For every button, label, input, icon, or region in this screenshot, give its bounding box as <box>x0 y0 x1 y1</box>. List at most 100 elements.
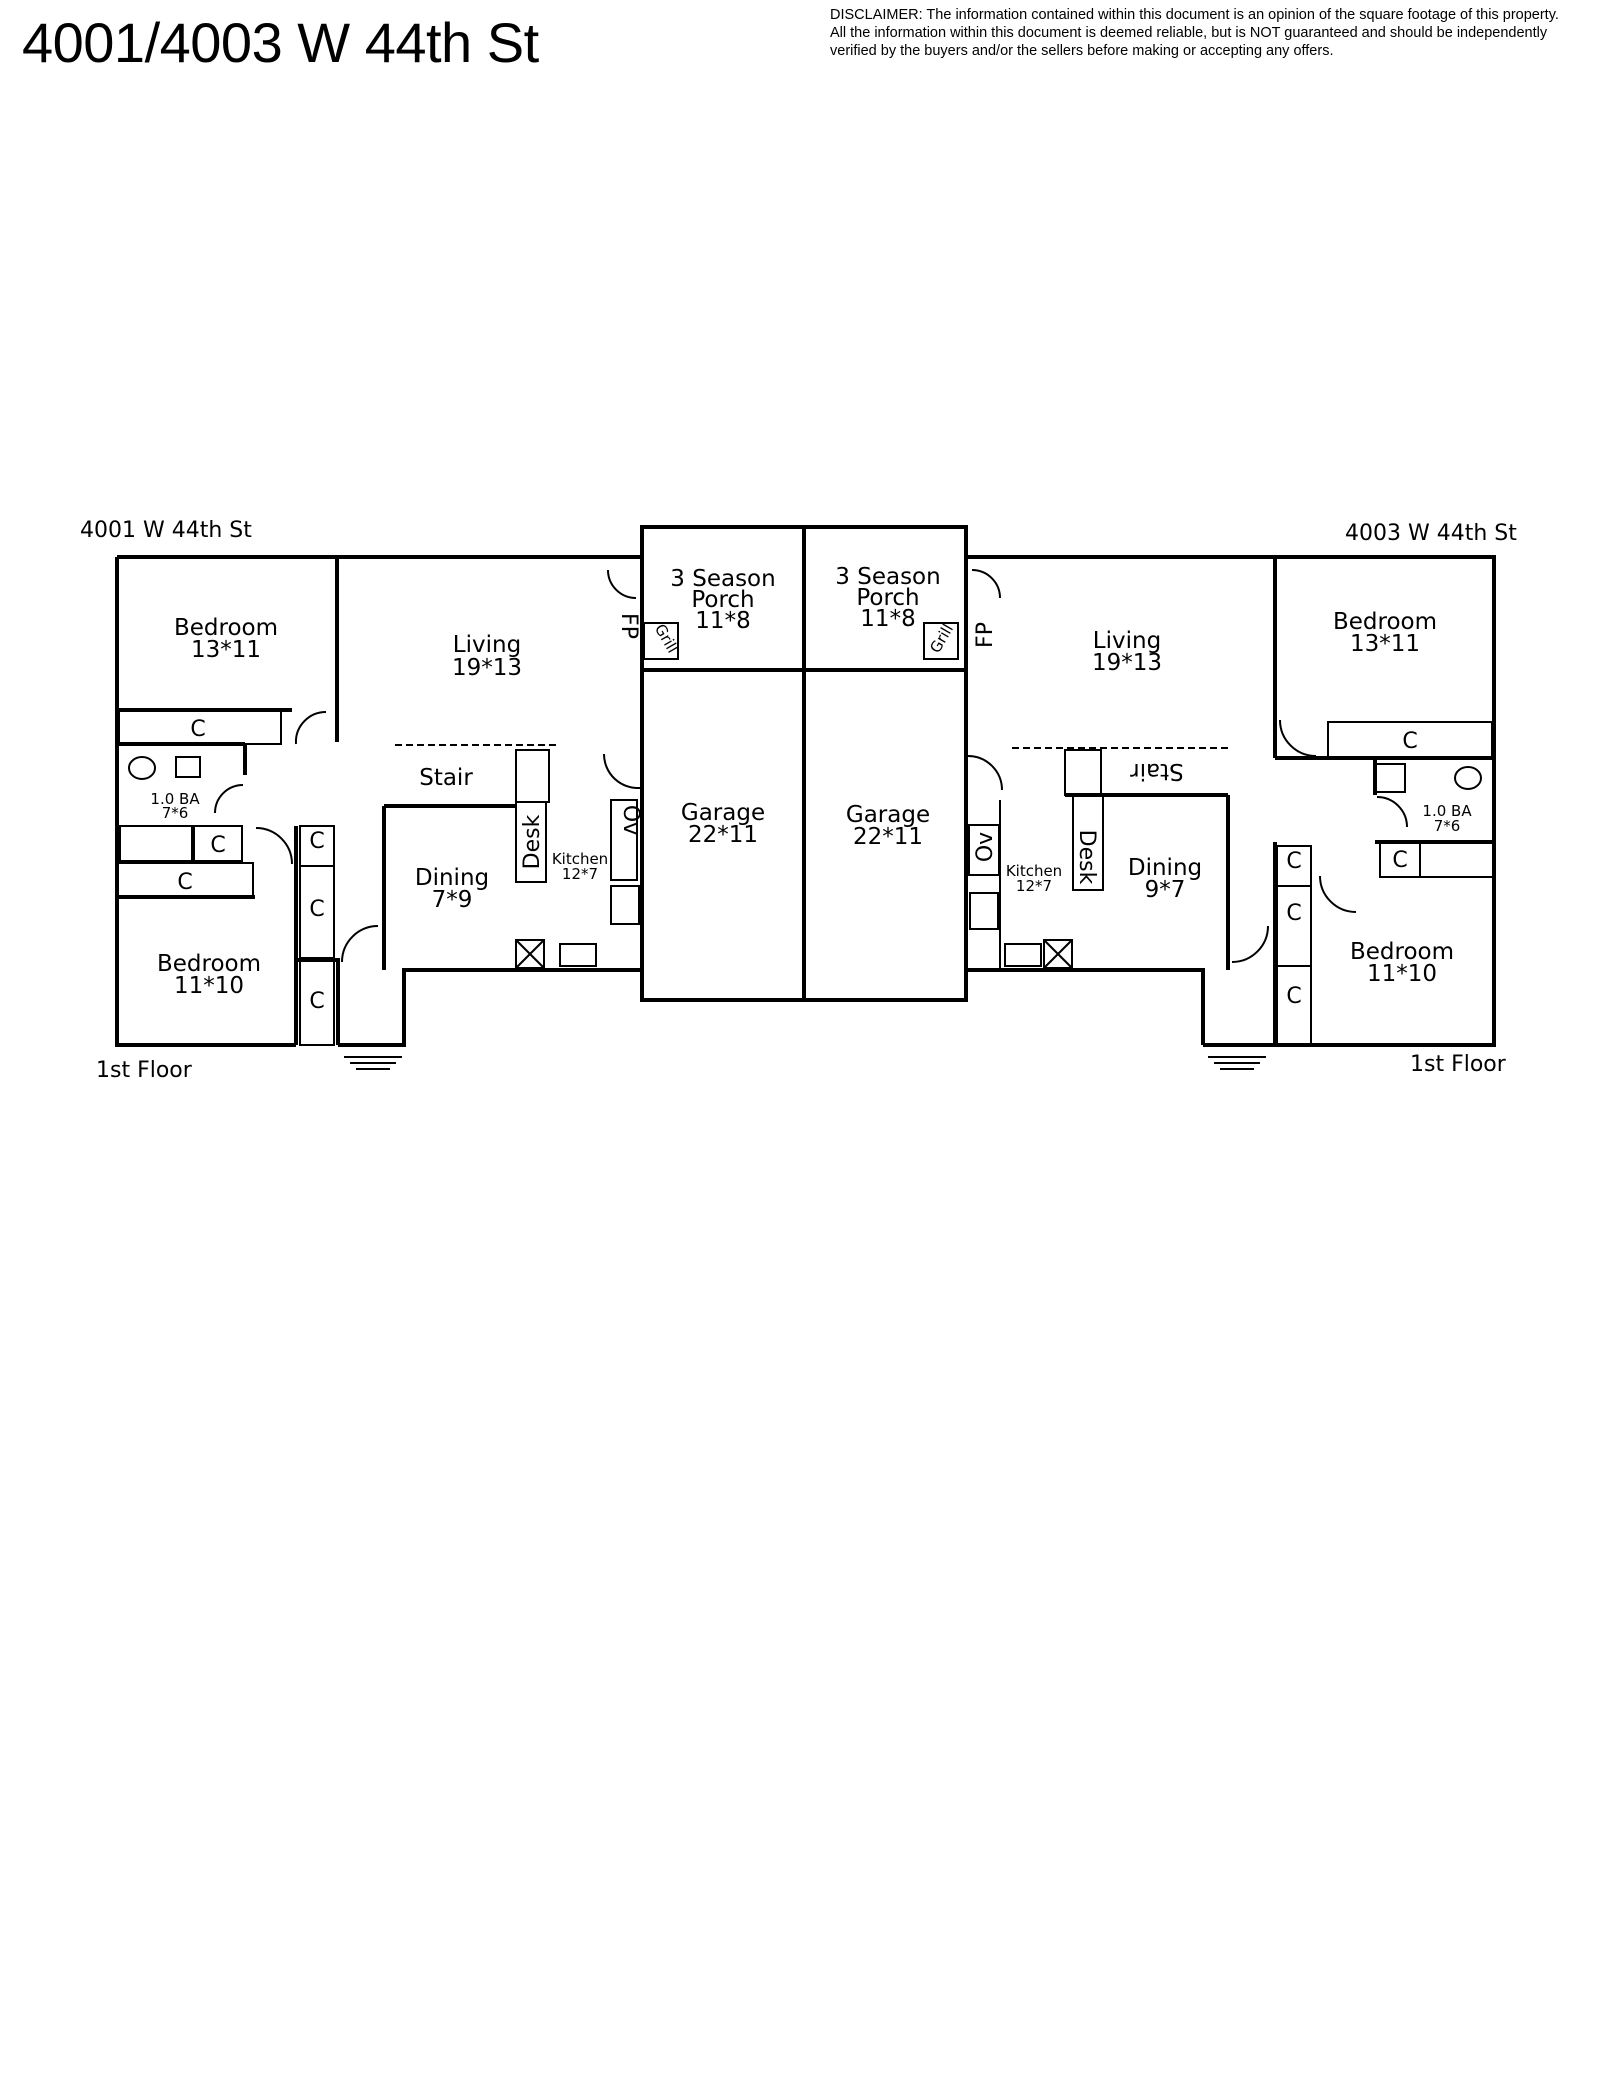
tub-right <box>1419 841 1495 878</box>
kitchen-name-r: Kitchen <box>1006 862 1062 880</box>
bedroom-bottom-name: Bedroom <box>157 951 261 977</box>
sink-bath <box>175 756 201 778</box>
fridge-r <box>1064 749 1102 796</box>
floor-right: 1st Floor <box>1410 1052 1507 1077</box>
closet-label: C <box>210 833 225 858</box>
dishwasher-r <box>1043 939 1073 969</box>
exterior-wall-right <box>966 555 1496 1047</box>
closet-label: C <box>1402 729 1417 754</box>
dining-name: Dining <box>415 865 489 891</box>
disclaimer: DISCLAIMER: The information contained wi… <box>830 6 1600 60</box>
fireplace-label: FP <box>616 613 641 639</box>
closet-label: C <box>1286 901 1301 926</box>
kitchen-name: Kitchen <box>552 850 608 868</box>
closet-top-r <box>1327 721 1493 759</box>
door-swing <box>967 755 1003 791</box>
closet-label: C <box>1286 849 1301 874</box>
disclaimer-line: DISCLAIMER: The information contained wi… <box>830 7 1559 23</box>
bedroom-top-size-r: 13*11 <box>1350 631 1420 657</box>
dining-size-r: 9*7 <box>1145 877 1186 903</box>
door-swing <box>971 569 1001 599</box>
kitchen-sink-r <box>1004 943 1042 967</box>
stove-r <box>969 892 999 930</box>
porch-name-1: 3 Season <box>670 566 775 592</box>
bedroom-bottom-size: 11*10 <box>174 973 244 999</box>
closet-label: C <box>309 829 324 854</box>
exterior-wall-left <box>115 555 642 1047</box>
door-swing <box>255 827 293 865</box>
kitchen-sink <box>559 943 597 967</box>
kitchen-size: 12*7 <box>562 865 598 883</box>
sink-bath-r <box>1374 763 1406 793</box>
desk-label: Desk <box>520 814 545 869</box>
door-swing <box>294 710 327 745</box>
garage-name: Garage <box>681 800 765 826</box>
bath-size: 7*6 <box>162 804 189 822</box>
door-swing <box>1231 925 1269 963</box>
bath-size-r: 7*6 <box>1434 817 1461 835</box>
porch-name-2-r: Porch <box>856 585 919 611</box>
garage-size-r: 22*11 <box>853 824 923 850</box>
door-swing <box>341 925 379 963</box>
kitchen-size-r: 12*7 <box>1016 877 1052 895</box>
dishwasher <box>515 939 545 969</box>
door-swing <box>1319 875 1357 913</box>
fireplace-label-r: FP <box>973 622 998 648</box>
porch-name-1-r: 3 Season <box>835 564 940 590</box>
fridge <box>515 749 550 803</box>
closet-label: C <box>190 717 205 742</box>
closet-label: C <box>1286 984 1301 1009</box>
oven-label: Ov <box>618 805 643 835</box>
toilet <box>128 756 156 780</box>
page-title: 4001/4003 W 44th St <box>22 11 539 74</box>
bedroom-bottom-name-r: Bedroom <box>1350 939 1454 965</box>
closet-label: C <box>1392 848 1407 873</box>
disclaimer-line: All the information within this document… <box>830 25 1548 41</box>
garage-size: 22*11 <box>688 822 758 848</box>
dining-name-r: Dining <box>1128 855 1202 881</box>
tub-left <box>119 825 193 862</box>
closet-hall <box>116 862 254 898</box>
bedroom-top-name: Bedroom <box>174 615 278 641</box>
living-size: 19*13 <box>452 655 522 681</box>
bedroom-top-name-r: Bedroom <box>1333 609 1437 635</box>
closet-label: C <box>309 989 324 1014</box>
grill-right <box>923 622 959 660</box>
closet-r3 <box>1276 965 1312 1046</box>
closet-3 <box>299 957 335 1046</box>
desk-r <box>1072 794 1104 891</box>
grill-left <box>643 622 679 660</box>
door-swing <box>607 569 637 599</box>
door-swing <box>214 784 244 814</box>
living-name-r: Living <box>1093 628 1161 654</box>
stove <box>610 885 640 925</box>
address-left: 4001 W 44th St <box>80 518 252 543</box>
door-swing <box>1279 719 1317 757</box>
stair-label-r: Stair <box>1130 758 1184 784</box>
unit-4001 <box>115 555 642 1070</box>
garage-name-r: Garage <box>846 802 930 828</box>
porch-size: 11*8 <box>695 608 750 634</box>
porch-size-r: 11*8 <box>860 606 915 632</box>
closet-bath <box>193 825 243 862</box>
living-size-r: 19*13 <box>1092 650 1162 676</box>
bedroom-top-size: 13*11 <box>191 637 261 663</box>
door-swing <box>1376 796 1408 828</box>
bedroom-bottom-size-r: 11*10 <box>1367 961 1437 987</box>
closet-label: C <box>309 897 324 922</box>
floor-left: 1st Floor <box>96 1058 193 1083</box>
closet-label: C <box>177 870 192 895</box>
porch-name-2: Porch <box>691 587 754 613</box>
closet-r2 <box>1276 885 1312 967</box>
dining-size: 7*9 <box>432 887 473 913</box>
unit-4003 <box>966 555 1496 1070</box>
desk <box>515 801 547 883</box>
living-name: Living <box>453 632 521 658</box>
oven-counter <box>610 799 638 881</box>
bath-name-r: 1.0 BA <box>1422 802 1472 820</box>
center-block <box>640 525 968 1002</box>
oven-label-r: Ov <box>973 832 998 862</box>
stair-label: Stair <box>419 765 473 791</box>
address-right: 4003 W 44th St <box>1345 521 1517 546</box>
